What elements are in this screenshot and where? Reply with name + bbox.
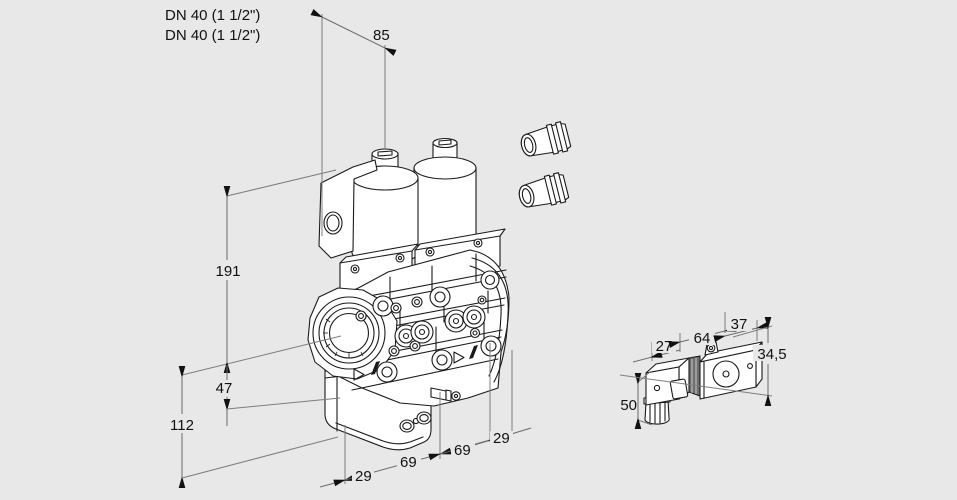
dim-34-5-label: 34,5 <box>757 346 786 363</box>
cable-gland-1 <box>520 121 572 157</box>
dim-37-label: 37 <box>731 316 748 333</box>
dim-50-label: 50 <box>620 397 637 414</box>
cable-glands-illustration <box>518 121 572 208</box>
dim-coil: 50 27 64 37 34,5 <box>619 312 792 430</box>
dim-47-label: 47 <box>216 380 233 397</box>
dim-69-second-label: 69 <box>454 442 471 459</box>
bolts <box>355 270 502 383</box>
solenoid-right <box>413 137 477 258</box>
dim-64-label: 64 <box>694 330 711 347</box>
main-valve-illustration <box>307 137 510 451</box>
dim-112: 112 <box>164 365 339 489</box>
dim-85: 85 <box>310 9 397 236</box>
dim-112-label: 112 <box>170 417 194 434</box>
cable-gland-2 <box>518 172 570 208</box>
dimension-annotations: 85 191 47 112 <box>164 9 792 489</box>
dim-191: 191 <box>181 169 342 376</box>
dim-length-chain: 29 69 69 29 <box>319 343 532 488</box>
port-labels: DN 40 (1 1/2") DN 40 (1 1/2") <box>165 7 260 44</box>
dim-191-label: 191 <box>215 263 240 280</box>
dim-69-first-label: 69 <box>400 454 417 471</box>
flow-direction-marks <box>353 345 478 381</box>
coil-connector-plug <box>645 357 690 406</box>
coil-mounting-band <box>688 355 701 397</box>
dim-29-left-label: 29 <box>355 468 372 485</box>
mounting-bracket <box>318 159 378 259</box>
port-label-2: DN 40 (1 1/2") <box>165 27 260 44</box>
dim-29-right-label: 29 <box>493 430 510 447</box>
dim-27-label: 27 <box>656 338 673 355</box>
dim-85-label: 85 <box>373 27 390 44</box>
dim-47: 47 <box>212 365 341 426</box>
port-label-1: DN 40 (1 1/2") <box>165 7 260 24</box>
test-nipple <box>430 387 461 402</box>
